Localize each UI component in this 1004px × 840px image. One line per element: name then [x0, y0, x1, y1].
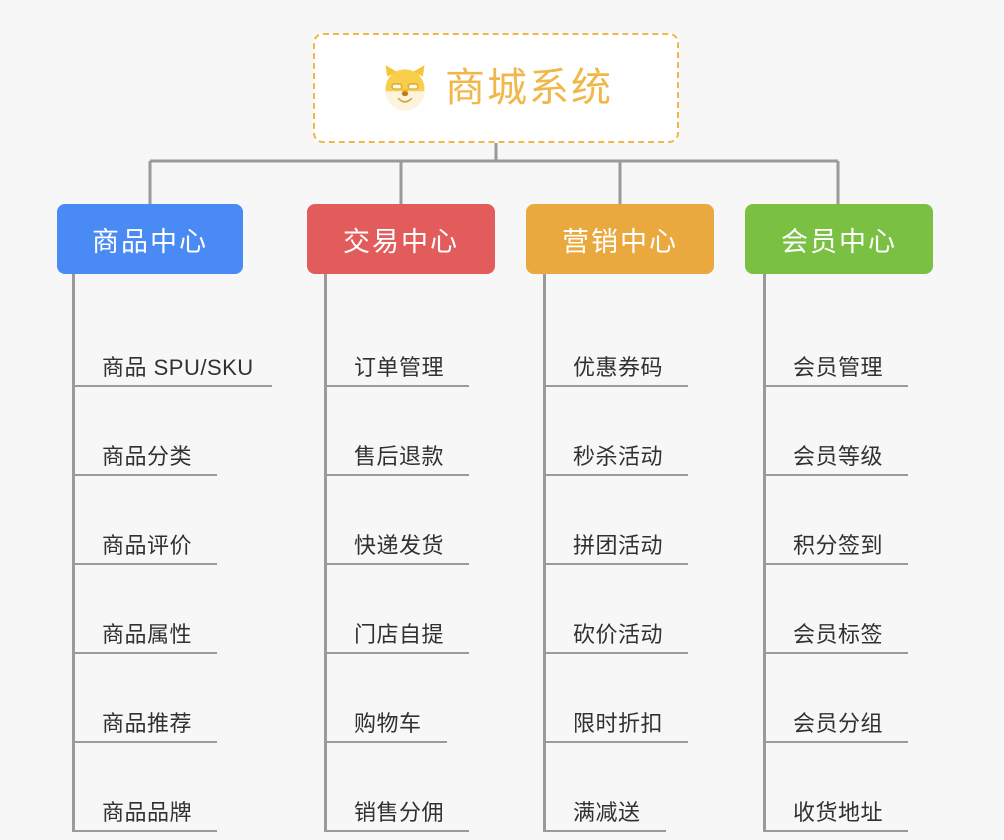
leaf-list-member-center: 会员管理 会员等级 积分签到 会员标签 会员分组 收货地址 — [745, 274, 975, 832]
leaf-label: 优惠券码 — [573, 355, 664, 380]
leaf-label: 门店自提 — [354, 622, 445, 647]
leaf-item[interactable]: 积分签到 — [745, 476, 975, 565]
root-title: 商城系统 — [445, 66, 613, 110]
category-header-product-center[interactable]: 商品中心 — [57, 204, 243, 274]
leaf-underline — [763, 830, 908, 832]
leaf-item[interactable]: 商品 SPU/SKU — [57, 298, 287, 387]
leaf-label: 会员标签 — [793, 622, 884, 647]
category-header-member-center[interactable]: 会员中心 — [745, 204, 933, 274]
leaf-label: 积分签到 — [793, 533, 884, 558]
leaf-label: 商品 SPU/SKU — [102, 355, 254, 380]
leaf-item[interactable]: 限时折扣 — [526, 654, 756, 743]
leaf-underline — [763, 385, 908, 387]
leaf-trunk-line — [763, 274, 766, 832]
leaf-item[interactable]: 售后退款 — [307, 387, 537, 476]
leaf-item[interactable]: 优惠券码 — [526, 298, 756, 387]
leaf-label: 售后退款 — [354, 444, 445, 469]
leaf-label: 满减送 — [573, 800, 641, 825]
leaf-underline — [72, 830, 217, 832]
leaf-trunk-line — [72, 274, 75, 832]
column-trade-center: 交易中心 订单管理 售后退款 快递发货 门店自提 购物车 — [307, 204, 537, 832]
leaf-underline — [324, 830, 469, 832]
leaf-label: 快递发货 — [354, 533, 445, 558]
leaf-label: 会员分组 — [793, 711, 884, 736]
leaf-label: 商品评价 — [102, 533, 193, 558]
leaf-underline — [543, 652, 688, 654]
leaf-underline — [763, 563, 908, 565]
leaf-underline — [324, 563, 469, 565]
leaf-underline — [72, 741, 217, 743]
leaf-item[interactable]: 商品属性 — [57, 565, 287, 654]
leaf-item[interactable]: 商品推荐 — [57, 654, 287, 743]
leaf-item[interactable]: 订单管理 — [307, 298, 537, 387]
leaf-underline — [543, 385, 688, 387]
leaf-label: 限时折扣 — [573, 711, 664, 736]
leaf-label: 会员等级 — [793, 444, 884, 469]
leaf-item[interactable]: 商品品牌 — [57, 743, 287, 832]
leaf-underline — [543, 563, 688, 565]
leaf-item[interactable]: 商品分类 — [57, 387, 287, 476]
leaf-underline — [324, 652, 469, 654]
leaf-list-product-center: 商品 SPU/SKU 商品分类 商品评价 商品属性 商品推荐 商品品牌 — [57, 274, 287, 832]
leaf-label: 商品属性 — [102, 622, 193, 647]
leaf-label: 拼团活动 — [573, 533, 664, 558]
leaf-underline — [324, 474, 469, 476]
leaf-underline — [543, 830, 666, 832]
leaf-item[interactable]: 拼团活动 — [526, 476, 756, 565]
category-header-marketing-center[interactable]: 营销中心 — [526, 204, 714, 274]
leaf-label: 商品推荐 — [102, 711, 193, 736]
leaf-trunk-line — [324, 274, 327, 832]
leaf-item[interactable]: 砍价活动 — [526, 565, 756, 654]
category-header-trade-center[interactable]: 交易中心 — [307, 204, 495, 274]
leaf-label: 商品分类 — [102, 444, 193, 469]
column-marketing-center: 营销中心 优惠券码 秒杀活动 拼团活动 砍价活动 限时折扣 — [526, 204, 756, 832]
leaf-item[interactable]: 快递发货 — [307, 476, 537, 565]
leaf-underline — [324, 741, 447, 743]
leaf-item[interactable]: 门店自提 — [307, 565, 537, 654]
leaf-item[interactable]: 满减送 — [526, 743, 756, 832]
leaf-label: 秒杀活动 — [573, 444, 664, 469]
leaf-list-trade-center: 订单管理 售后退款 快递发货 门店自提 购物车 销售分佣 — [307, 274, 537, 832]
leaf-list-marketing-center: 优惠券码 秒杀活动 拼团活动 砍价活动 限时折扣 满减送 — [526, 274, 756, 832]
leaf-item[interactable]: 秒杀活动 — [526, 387, 756, 476]
leaf-item[interactable]: 会员分组 — [745, 654, 975, 743]
leaf-item[interactable]: 会员等级 — [745, 387, 975, 476]
leaf-label: 收货地址 — [793, 800, 884, 825]
root-node[interactable]: 商城系统 — [313, 33, 679, 143]
leaf-item[interactable]: 会员标签 — [745, 565, 975, 654]
column-member-center: 会员中心 会员管理 会员等级 积分签到 会员标签 会员分组 — [745, 204, 975, 832]
leaf-label: 购物车 — [354, 711, 422, 736]
leaf-underline — [72, 563, 217, 565]
leaf-label: 会员管理 — [793, 355, 884, 380]
leaf-underline — [543, 741, 688, 743]
leaf-underline — [72, 652, 217, 654]
leaf-label: 砍价活动 — [573, 622, 664, 647]
leaf-item[interactable]: 销售分佣 — [307, 743, 537, 832]
leaf-label: 商品品牌 — [102, 800, 193, 825]
leaf-underline — [763, 652, 908, 654]
column-product-center: 商品中心 商品 SPU/SKU 商品分类 商品评价 商品属性 商品推荐 — [57, 204, 287, 832]
leaf-underline — [763, 741, 908, 743]
leaf-item[interactable]: 会员管理 — [745, 298, 975, 387]
leaf-item[interactable]: 商品评价 — [57, 476, 287, 565]
leaf-trunk-line — [543, 274, 546, 832]
leaf-underline — [72, 385, 272, 387]
leaf-underline — [324, 385, 469, 387]
leaf-label: 订单管理 — [354, 355, 445, 380]
shiba-dog-face-icon — [385, 65, 425, 111]
leaf-label: 销售分佣 — [354, 800, 445, 825]
leaf-item[interactable]: 购物车 — [307, 654, 537, 743]
leaf-underline — [763, 474, 908, 476]
leaf-item[interactable]: 收货地址 — [745, 743, 975, 832]
leaf-underline — [72, 474, 217, 476]
leaf-underline — [543, 474, 688, 476]
